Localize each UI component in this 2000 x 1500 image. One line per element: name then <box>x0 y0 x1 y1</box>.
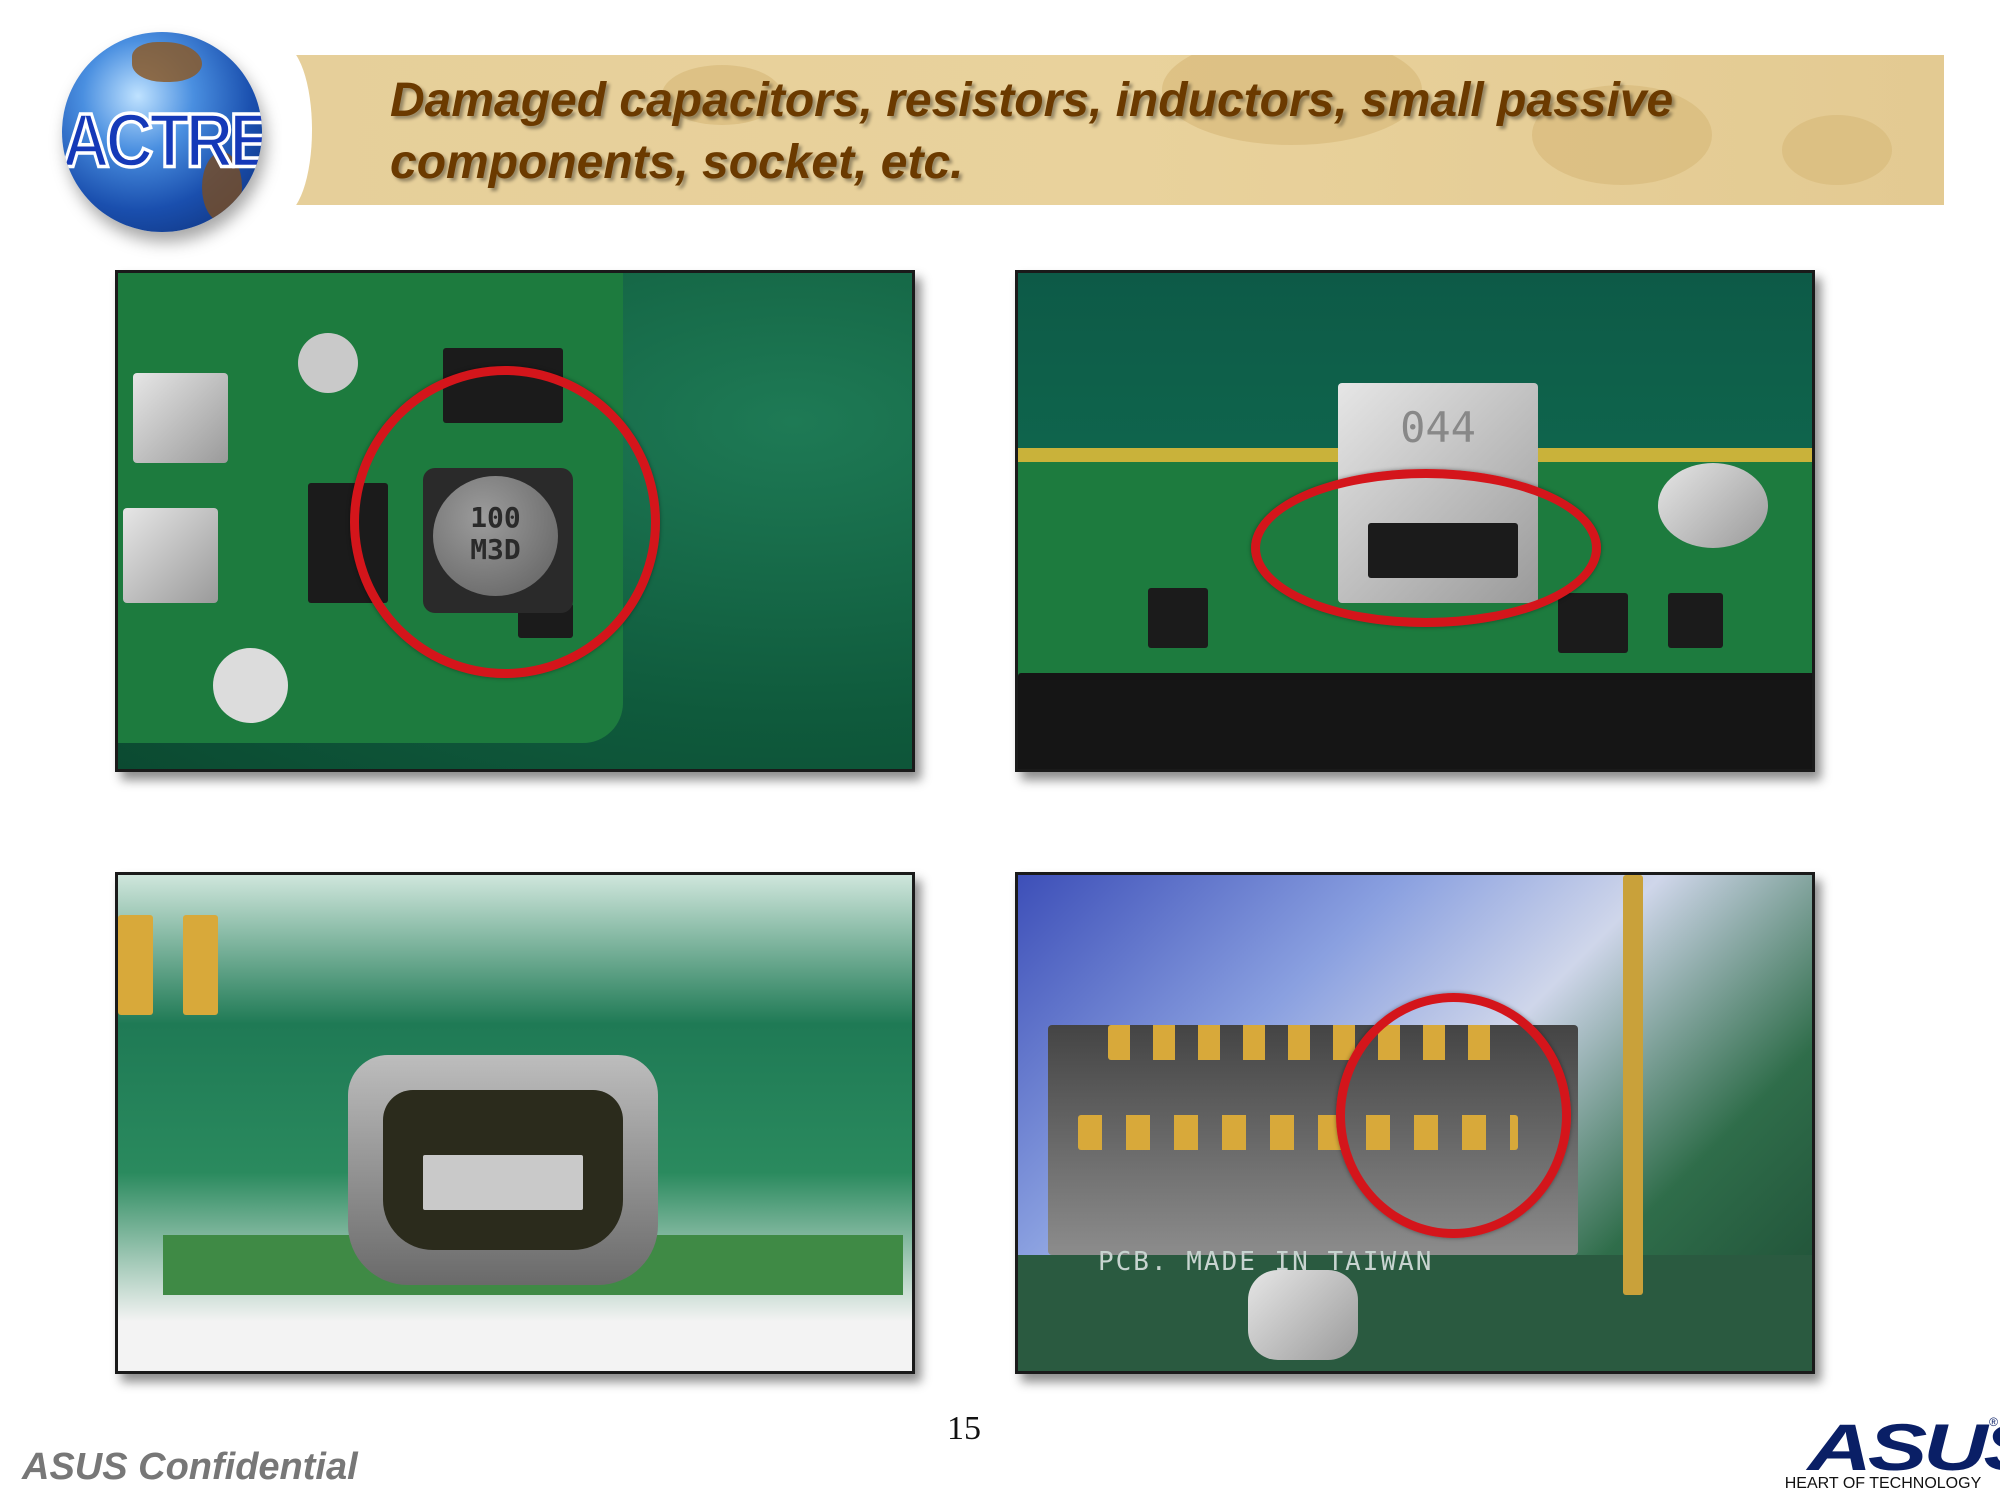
slide-title: Damaged capacitors, resistors, inductors… <box>390 74 1674 189</box>
banner-notch <box>282 55 312 205</box>
asus-logo: ASUS ® HEART OF TECHNOLOGY <box>1768 1410 2000 1500</box>
page-number: 15 <box>947 1410 981 1447</box>
mounting-hole <box>298 333 358 393</box>
asus-logo-text: ASUS <box>1807 1410 2000 1484</box>
actre-logo: ACTRE <box>62 32 262 232</box>
tact-switch <box>133 373 228 463</box>
photo-damaged-socket-pins: PCB. MADE IN TAIWAN <box>1015 872 1815 1374</box>
actre-logo-text: ACTRE <box>62 96 262 185</box>
logo-continent-shape <box>132 42 202 82</box>
banner-map-shape <box>1782 115 1892 185</box>
confidential-label: ASUS Confidential <box>22 1446 358 1488</box>
highlight-circle <box>1336 993 1571 1238</box>
header-pin <box>118 915 153 1015</box>
ic-chip <box>1668 593 1723 648</box>
header-pin <box>183 915 218 1015</box>
card-slot-housing <box>1018 673 1812 769</box>
photo-damaged-socket: 044 <box>1015 270 1815 772</box>
smd-component <box>1248 1270 1358 1360</box>
coin-cell-holder <box>1658 463 1768 548</box>
banner-map-shape <box>1162 55 1422 145</box>
photo-damaged-mini-usb <box>115 872 915 1374</box>
mounting-hole <box>213 648 288 723</box>
banner-map-shape <box>662 65 782 125</box>
highlight-circle <box>1251 469 1601 627</box>
pcb-gold-trace <box>1623 875 1643 1295</box>
registered-mark: ® <box>1989 1415 1998 1429</box>
photo-damaged-inductor: 100 M3D <box>115 270 915 772</box>
banner-map-shape <box>1532 85 1712 185</box>
pcb-board <box>1018 1255 1812 1371</box>
mini-usb-contacts <box>423 1155 583 1210</box>
title-banner <box>282 55 1944 205</box>
ic-chip <box>1148 588 1208 648</box>
highlight-circle <box>350 366 660 678</box>
logo-continent-shape <box>202 152 242 222</box>
ic-chip <box>1558 593 1628 653</box>
tact-switch <box>123 508 218 603</box>
asus-tagline: HEART OF TECHNOLOGY <box>1784 1475 1982 1492</box>
